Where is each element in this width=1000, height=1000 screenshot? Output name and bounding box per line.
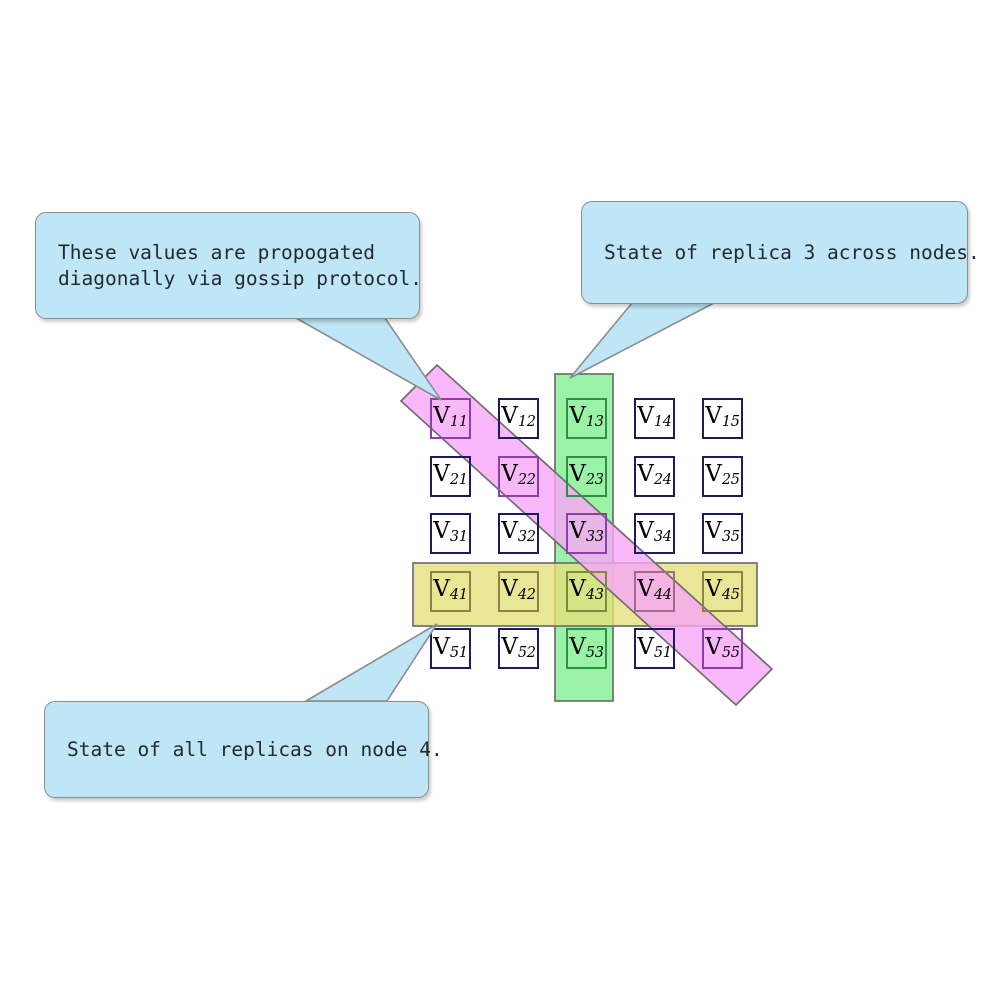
value-cell-V14[interactable]: V14	[634, 398, 675, 439]
value-cell-label: V55	[705, 633, 740, 661]
callout-replica-3-state-text: State of replica 3 across nodes.	[604, 240, 980, 264]
value-cell-label: V34	[637, 518, 672, 546]
value-cell-label: V35	[705, 518, 740, 546]
value-cell-label: V51	[637, 633, 672, 661]
value-cell-label: V23	[569, 460, 604, 488]
value-cell-V55[interactable]: V55	[702, 628, 743, 670]
value-cell-label: V31	[433, 518, 468, 546]
value-cell-V42[interactable]: V42	[498, 570, 539, 612]
value-cell-label: V45	[705, 575, 740, 604]
value-cell-V15[interactable]: V15	[702, 398, 743, 439]
value-cell-label: V12	[501, 403, 536, 431]
value-cell-label: V24	[637, 460, 672, 488]
callout-tail-node4	[303, 623, 438, 702]
value-cell-V51[interactable]: V51	[430, 628, 471, 670]
value-cell-label: V32	[501, 518, 536, 546]
value-cell-V41[interactable]: V41	[430, 570, 471, 612]
callout-replica-3-state[interactable]: State of replica 3 across nodes.	[581, 201, 980, 304]
value-cell-label: V33	[569, 518, 604, 546]
value-cell-V11[interactable]: V11	[430, 398, 471, 439]
value-cell-label: V52	[501, 633, 536, 661]
value-cell-label: V43	[569, 575, 604, 604]
value-cell-label: V42	[501, 575, 536, 604]
value-cell-V35[interactable]: V35	[702, 513, 743, 555]
value-cell-label: V51	[433, 633, 468, 661]
value-cell-V32[interactable]: V32	[498, 513, 539, 555]
callout-tail-replica3	[569, 302, 715, 379]
value-cell-V44[interactable]: V44	[634, 570, 675, 612]
value-cell-V25[interactable]: V25	[702, 455, 743, 497]
value-cell-label: V11	[433, 403, 468, 431]
value-cell-V23[interactable]: V23	[566, 455, 607, 497]
value-cell-label: V13	[569, 403, 604, 431]
value-cell-label: V15	[705, 403, 740, 431]
value-cell-V34[interactable]: V34	[634, 513, 675, 555]
value-cell-V21[interactable]: V21	[430, 455, 471, 497]
value-cell-V24[interactable]: V24	[634, 455, 675, 497]
value-cell-V22[interactable]: V22	[498, 455, 539, 497]
value-cell-label: V44	[637, 575, 672, 604]
value-cell-label: V14	[637, 403, 672, 431]
callout-gossip-propagation-text: These values are propogated diagonally v…	[58, 240, 422, 290]
callout-tail-diagonal	[292, 317, 442, 401]
value-cell-label: V41	[433, 575, 468, 604]
value-cell-V53[interactable]: V53	[566, 628, 607, 670]
value-cell-V33[interactable]: V33	[566, 513, 607, 555]
value-cell-V43[interactable]: V43	[566, 570, 607, 612]
value-cell-V45[interactable]: V45	[702, 570, 743, 612]
value-cell-V13[interactable]: V13	[566, 398, 607, 439]
value-cell-V52[interactable]: V52	[498, 628, 539, 670]
value-cell-V31[interactable]: V31	[430, 513, 471, 555]
callout-node-4-state[interactable]: State of all replicas on node 4.	[44, 701, 443, 798]
value-cell-label: V21	[433, 460, 468, 488]
value-cell-label: V25	[705, 460, 740, 488]
callout-gossip-propagation[interactable]: These values are propogated diagonally v…	[35, 212, 422, 319]
value-cell-label: V53	[569, 633, 604, 661]
value-cell-V51[interactable]: V51	[634, 628, 675, 670]
value-cell-label: V22	[501, 460, 536, 488]
callout-node-4-state-text: State of all replicas on node 4.	[67, 737, 443, 761]
value-cell-V12[interactable]: V12	[498, 398, 539, 439]
